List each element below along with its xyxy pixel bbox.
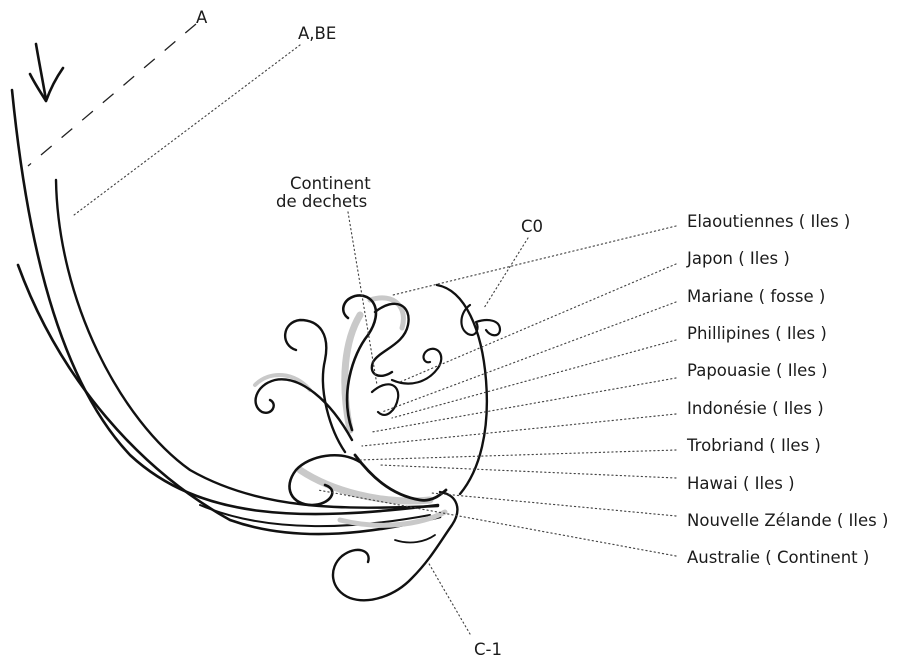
label-continent-line1: Continent bbox=[290, 174, 371, 193]
gyre-spirals bbox=[254, 283, 502, 602]
label-a: A bbox=[196, 8, 208, 27]
label-continent-line2: de dechets bbox=[276, 192, 368, 211]
place-label: Australie ( Continent ) bbox=[687, 548, 870, 567]
place-label: Indonésie ( Iles ) bbox=[687, 399, 824, 418]
place-label: Hawai ( Iles ) bbox=[687, 474, 795, 493]
place-label: Papouasie ( Iles ) bbox=[687, 361, 828, 380]
place-label: Mariane ( fosse ) bbox=[687, 287, 826, 306]
label-abe: A,BE bbox=[298, 24, 337, 43]
dashed-line-a bbox=[27, 23, 197, 167]
place-label: Phillipines ( Iles ) bbox=[687, 324, 827, 343]
place-label: Trobriand ( Iles ) bbox=[687, 436, 821, 455]
label-c0: C0 bbox=[521, 217, 544, 236]
place-label: Nouvelle Zélande ( Iles ) bbox=[687, 511, 889, 530]
current-lines bbox=[10, 88, 442, 536]
down-arrow-icon bbox=[28, 42, 65, 103]
place-label: Elaoutiennes ( Iles ) bbox=[687, 212, 851, 231]
place-label: Japon ( Iles ) bbox=[687, 249, 790, 268]
leader-lines bbox=[73, 44, 677, 635]
label-c-minus-1: C-1 bbox=[474, 640, 502, 659]
